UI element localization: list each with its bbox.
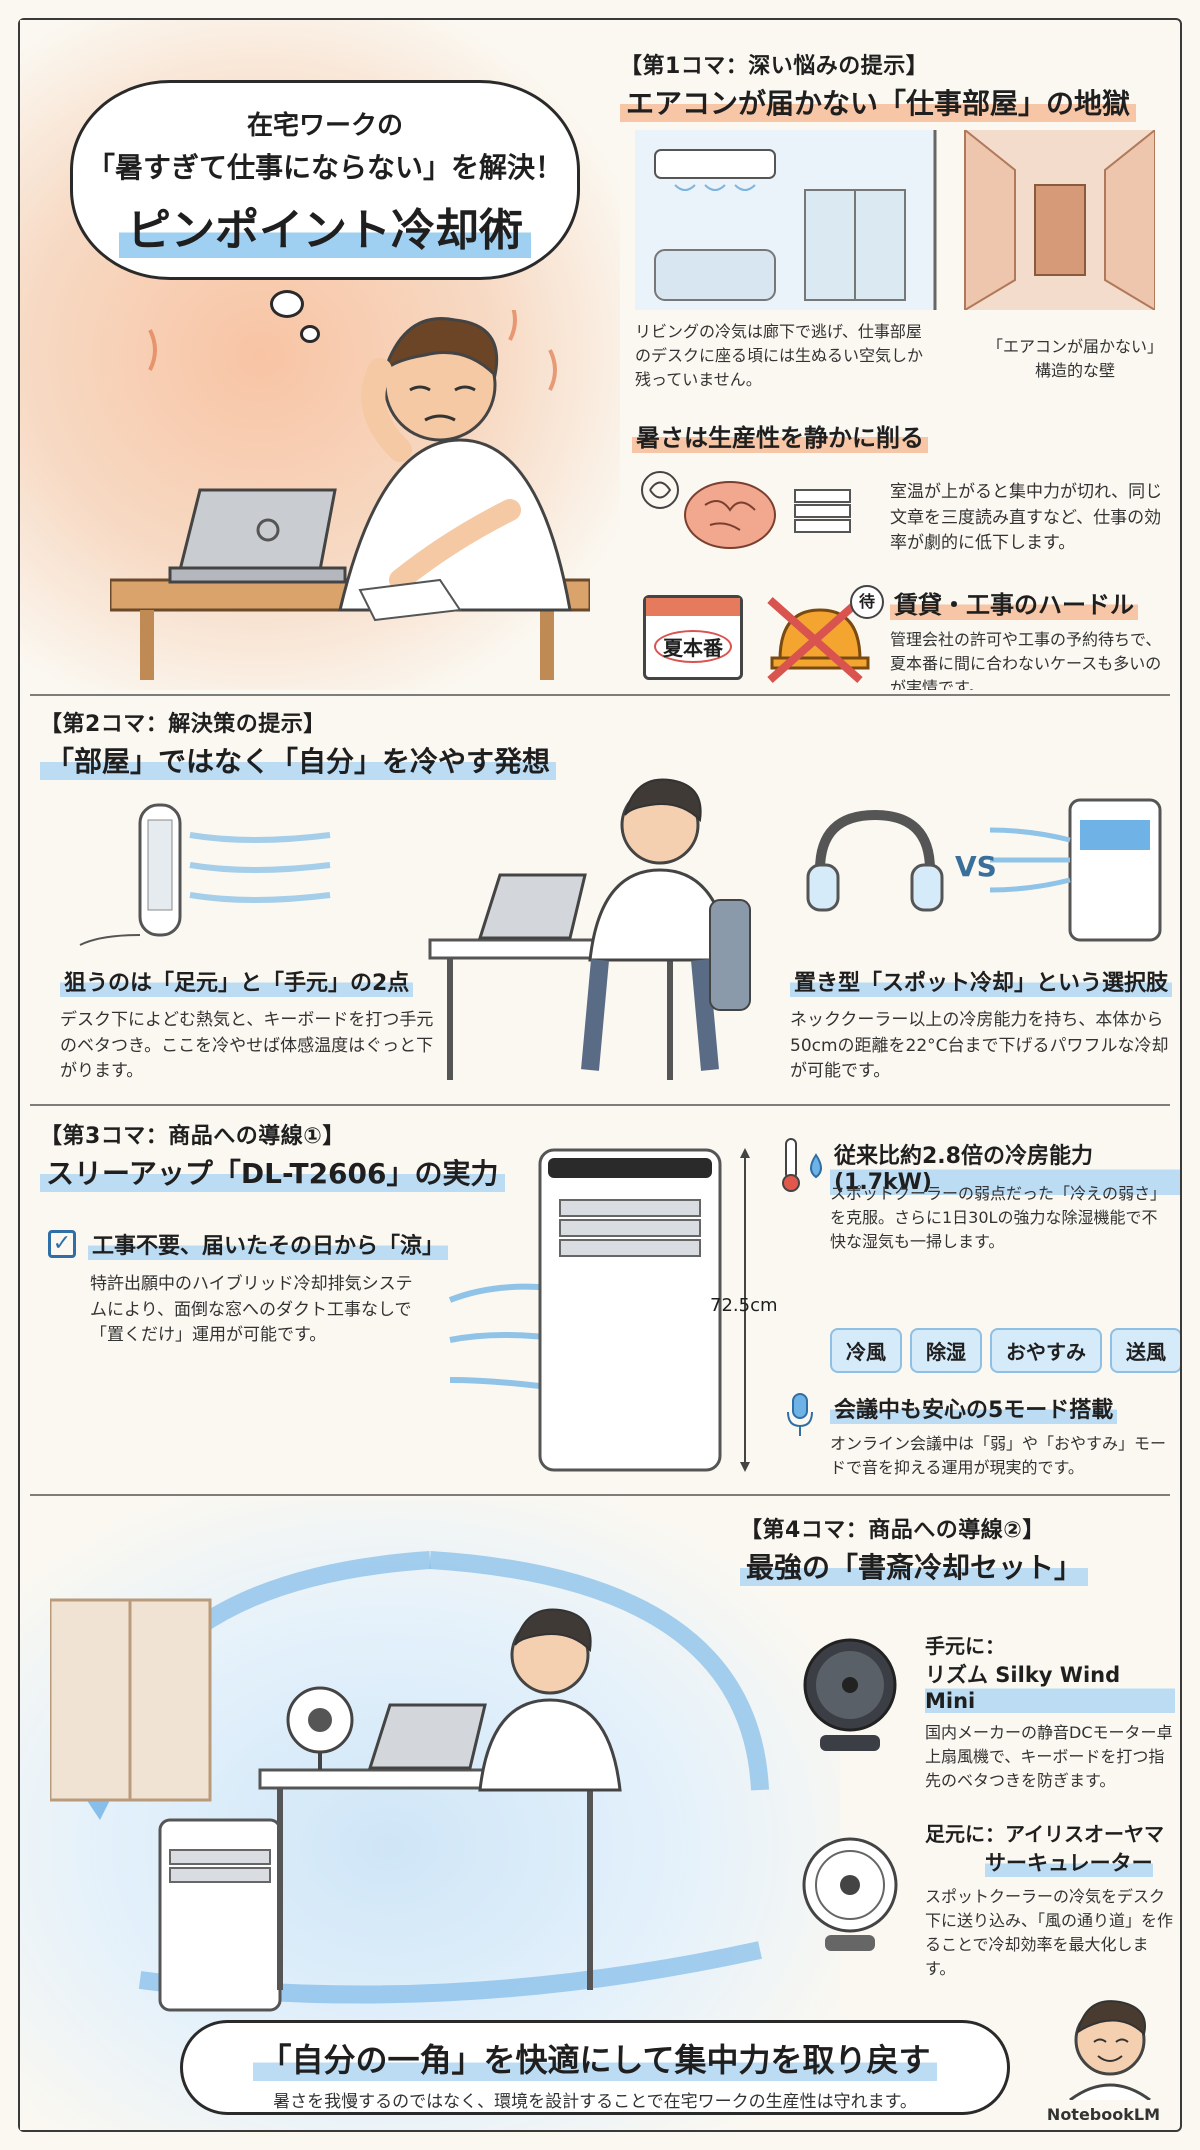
wall-caption-line-2: 構造的な壁 — [1034, 361, 1115, 380]
thermometer-water-icon — [782, 1138, 822, 1192]
spot-cooler-illustration — [448, 1148, 750, 1472]
no-construction-icon — [767, 597, 870, 683]
outer-frame — [18, 18, 1182, 2132]
item1-name: リズム Silky Wind Mini — [925, 1659, 1175, 1713]
panel2-left-title: 狙うのは「足元」と「手元」の2点 — [60, 965, 414, 997]
mode-chip-fan: 送風 — [1110, 1328, 1180, 1373]
check-icon: ✓ — [48, 1230, 76, 1258]
panel2-tag: 【第2コマ：解決策の提示】 — [40, 712, 326, 737]
item2-label: 足元に：アイリスオーヤマ — [925, 1822, 1164, 1846]
panel2-title: 「部屋」ではなく「自分」を冷やす発想 — [40, 740, 557, 780]
mode-chip-cool: 冷風 — [830, 1328, 902, 1373]
panel2-right-text: ネッククーラー以上の冷房能力を持ち、本体から50cmの距離を22°C台まで下げる… — [790, 1010, 1169, 1081]
item2-block: 足元に：アイリスオーヤマ サーキュレーター スポットクーラーの冷気をデスク下に送… — [925, 1818, 1175, 1981]
panel2-right-title: 置き型「スポット冷却」という選択肢 — [790, 965, 1173, 997]
mode-chip-dehumidify: 除湿 — [910, 1328, 982, 1373]
panel-separator-1 — [30, 694, 1170, 696]
panel3-check-title: 工事不要、届いたその日から「涼」 — [88, 1228, 449, 1260]
hurdle-subtitle: 賃貸・工事のハードル — [890, 585, 1138, 620]
panel2-left-text: デスク下によどむ熱気と、キーボードを打つ手元のベタつき。ここを冷やせば体感温度は… — [60, 1010, 434, 1081]
tower-fan-illustration — [79, 803, 331, 946]
thought-bubble-small — [270, 290, 304, 318]
productivity-subtitle: 暑さは生産性を静かに削る — [632, 418, 928, 453]
circulator-icon — [802, 1837, 898, 1951]
panel-4: 【第4コマ：商品への導線②】 最強の「書斎冷却セット」 手元に： リズム Sil… — [20, 1500, 1180, 2130]
study-cooling-set-illustration — [50, 1551, 769, 2012]
closing-text: 暑さを我慢するのではなく、環境を設計することで在宅ワークの生産性は守れます。 — [273, 2092, 917, 2112]
item1-label: 手元に： — [925, 1634, 1005, 1658]
mode-chip-sleep: おやすみ — [990, 1328, 1102, 1373]
calendar-icon: 夏本番 — [643, 595, 743, 680]
room-and-hallway-illustration — [635, 130, 1155, 310]
microphone-icon — [787, 1393, 813, 1436]
room-caption: リビングの冷気は廊下で逃げ、仕事部屋のデスクに座る頃には生ぬるい空気しか残ってい… — [635, 322, 924, 389]
panel3-mode-title: 会議中も安心の5モード搭載 — [830, 1392, 1118, 1424]
panel1-title: エアコンが届かない「仕事部屋」の地獄 — [620, 82, 1137, 122]
item2-text: スポットクーラーの冷気をデスク下に送り込み、「風の通り道」を作ることで冷却効率を… — [925, 1887, 1174, 1978]
panel3-power-title: 従来比約2.8倍の冷房能力(1.7kW) — [830, 1138, 1180, 1195]
item2-name: サーキュレーター — [985, 1847, 1153, 1877]
calendar-label: 夏本番 — [654, 630, 732, 663]
wait-badge: 待 — [850, 585, 884, 619]
item1-block: 手元に： リズム Silky Wind Mini 国内メーカーの静音DCモーター… — [925, 1630, 1175, 1793]
panel4-title: 最強の「書斎冷却セット」 — [740, 1546, 1089, 1586]
productivity-text: 室温が上がると集中力が切れ、同じ文章を三度読み直すなど、仕事の効率が劇的に低下し… — [890, 482, 1163, 553]
hero-line-3: ピンポイント冷却術 — [119, 194, 531, 258]
panel3-check-text: 特許出願中のハイブリッド冷却排気システムにより、面倒な窓へのダクト工事なしで「置… — [90, 1274, 413, 1345]
hurdle-text: 管理会社の許可や工事の予約待ちで、夏本番に間に合わないケースも多いのが実情です。 — [890, 630, 1162, 690]
mode-chips: 冷風除湿おやすみ送風 — [830, 1328, 1180, 1373]
brain-and-papers-icon — [641, 471, 851, 549]
height-label: 72.5cm — [710, 1295, 778, 1316]
hero-line-2: 「暑すぎて仕事にならない」を解決！ — [86, 151, 563, 184]
vs-label: VS — [955, 850, 997, 883]
thought-bubble-tiny — [300, 325, 320, 343]
panel-1: 在宅ワークの 「暑すぎて仕事にならない」を解決！ ピンポイント冷却術 【第1コマ… — [20, 20, 1180, 690]
hero-line-1: 在宅ワークの — [246, 111, 403, 141]
panel-separator-2 — [30, 1104, 1170, 1106]
hurdle-icons: 夏本番 待 — [635, 585, 895, 685]
desk-fan-icon — [803, 1638, 897, 1751]
hero-thought-cloud: 在宅ワークの 「暑すぎて仕事にならない」を解決！ ピンポイント冷却術 — [70, 80, 580, 280]
panel-3: 【第3コマ：商品への導線①】 スリーアップ「DL-T2606」の実力 ✓ 工事不… — [20, 1110, 1180, 1490]
closing-speech-box: 「自分の一角」を快適にして集中力を取り戻す 暑さを我慢するのではなく、環境を設計… — [180, 2020, 1010, 2115]
panel4-tag: 【第4コマ：商品への導線②】 — [740, 1518, 1045, 1543]
brand-label: NotebookLM — [1046, 2105, 1160, 2124]
panel-separator-3 — [30, 1494, 1170, 1496]
smiling-man-avatar — [1069, 2000, 1151, 2100]
panel3-tag: 【第3コマ：商品への導線①】 — [40, 1124, 345, 1149]
panel-2: 【第2コマ：解決策の提示】 「部屋」ではなく「自分」を冷やす発想 狙うのは「足元… — [20, 700, 1180, 1100]
item1-text: 国内メーカーの静音DCモーター卓上扇風機で、キーボードを打つ指先のベタつきを防ぎ… — [925, 1723, 1173, 1790]
panel3-mode-text: オンライン会議中は「弱」や「おやすみ」モードで音を抑える運用が現実的です。 — [830, 1434, 1167, 1477]
wall-caption-line-1: 「エアコンが届かない」 — [986, 337, 1163, 356]
wall-caption: 「エアコンが届かない」 構造的な壁 — [980, 335, 1170, 383]
panel3-power-text: スポットクーラーの弱点だった「冷えの弱さ」を克服。さらに1日30Lの強力な除湿機… — [830, 1184, 1167, 1251]
closing-title: 「自分の一角」を快適にして集中力を取り戻す — [253, 2035, 937, 2081]
stressed-worker-illustration — [110, 310, 590, 680]
panel1-tag: 【第1コマ：深い悩みの提示】 — [620, 54, 929, 79]
working-man-illustration — [428, 778, 751, 1080]
neck-cooler-vs-spot-cooler — [806, 798, 1162, 942]
panel3-title: スリーアップ「DL-T2606」の実力 — [40, 1152, 505, 1192]
